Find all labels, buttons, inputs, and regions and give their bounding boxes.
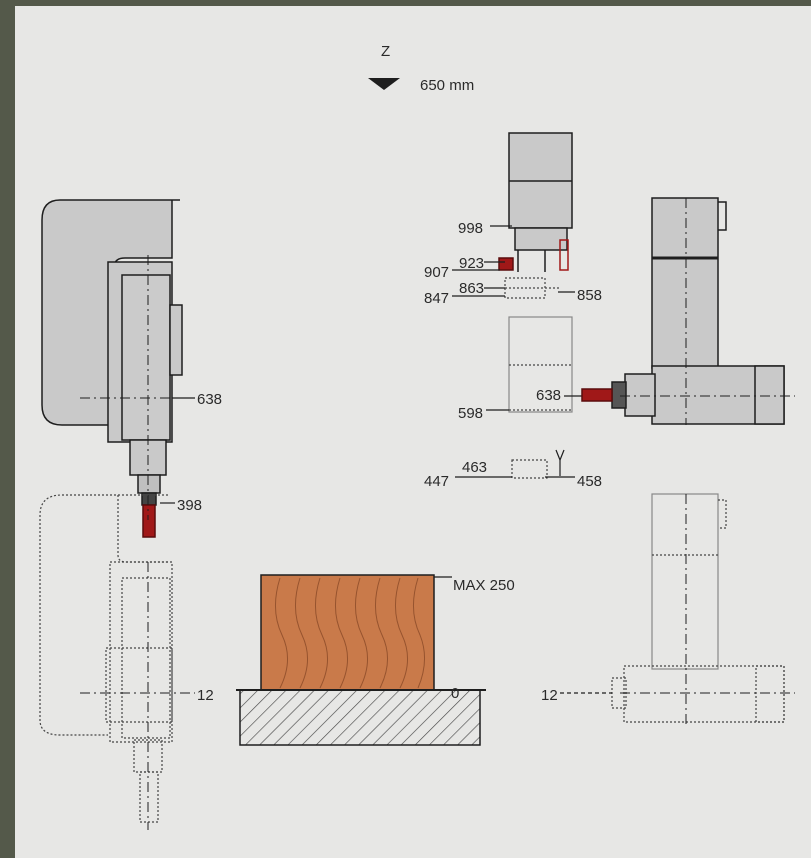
aggregate-middle [508, 316, 573, 413]
tool-upper [142, 504, 156, 538]
low-463-label: 463 [462, 459, 487, 476]
machine-table [239, 689, 481, 746]
low-458-label: 458 [577, 473, 602, 490]
z-stroke-label: 650 mm [420, 77, 474, 94]
side-638-label: 638 [536, 387, 561, 404]
top-998-label: 998 [458, 220, 483, 237]
aggregate-lower-dotted [504, 277, 560, 299]
top-858-label: 858 [577, 287, 602, 304]
horizontal-min-label: 12 [541, 687, 558, 704]
vertical-min-label: 12 [197, 687, 214, 704]
top-863-label: 863 [459, 280, 484, 297]
horizontal-head-upper [581, 197, 795, 425]
tool-length-label: 398 [177, 497, 202, 514]
horizontal-head-lower [611, 493, 795, 725]
top-907-label: 907 [424, 264, 449, 281]
z-axis-indicator: Z 650 mm [368, 43, 474, 94]
workpiece-max-label: MAX 250 [453, 577, 515, 594]
aggregate-upper [498, 132, 573, 272]
top-847-label: 847 [424, 290, 449, 307]
down-arrow-icon [368, 78, 400, 90]
side-598-label: 598 [458, 405, 483, 422]
table-zero-label: 0 [451, 685, 459, 702]
vertical-head-lower [39, 494, 173, 823]
tool-horizontal [581, 388, 613, 402]
workpiece [260, 574, 435, 691]
low-447-label: 447 [424, 473, 449, 490]
head-height-label: 638 [197, 391, 222, 408]
aggregate-low [511, 459, 548, 479]
vertical-head-upper [41, 199, 190, 538]
top-923-label: 923 [459, 255, 484, 272]
z-axis-label: Z [381, 43, 390, 60]
